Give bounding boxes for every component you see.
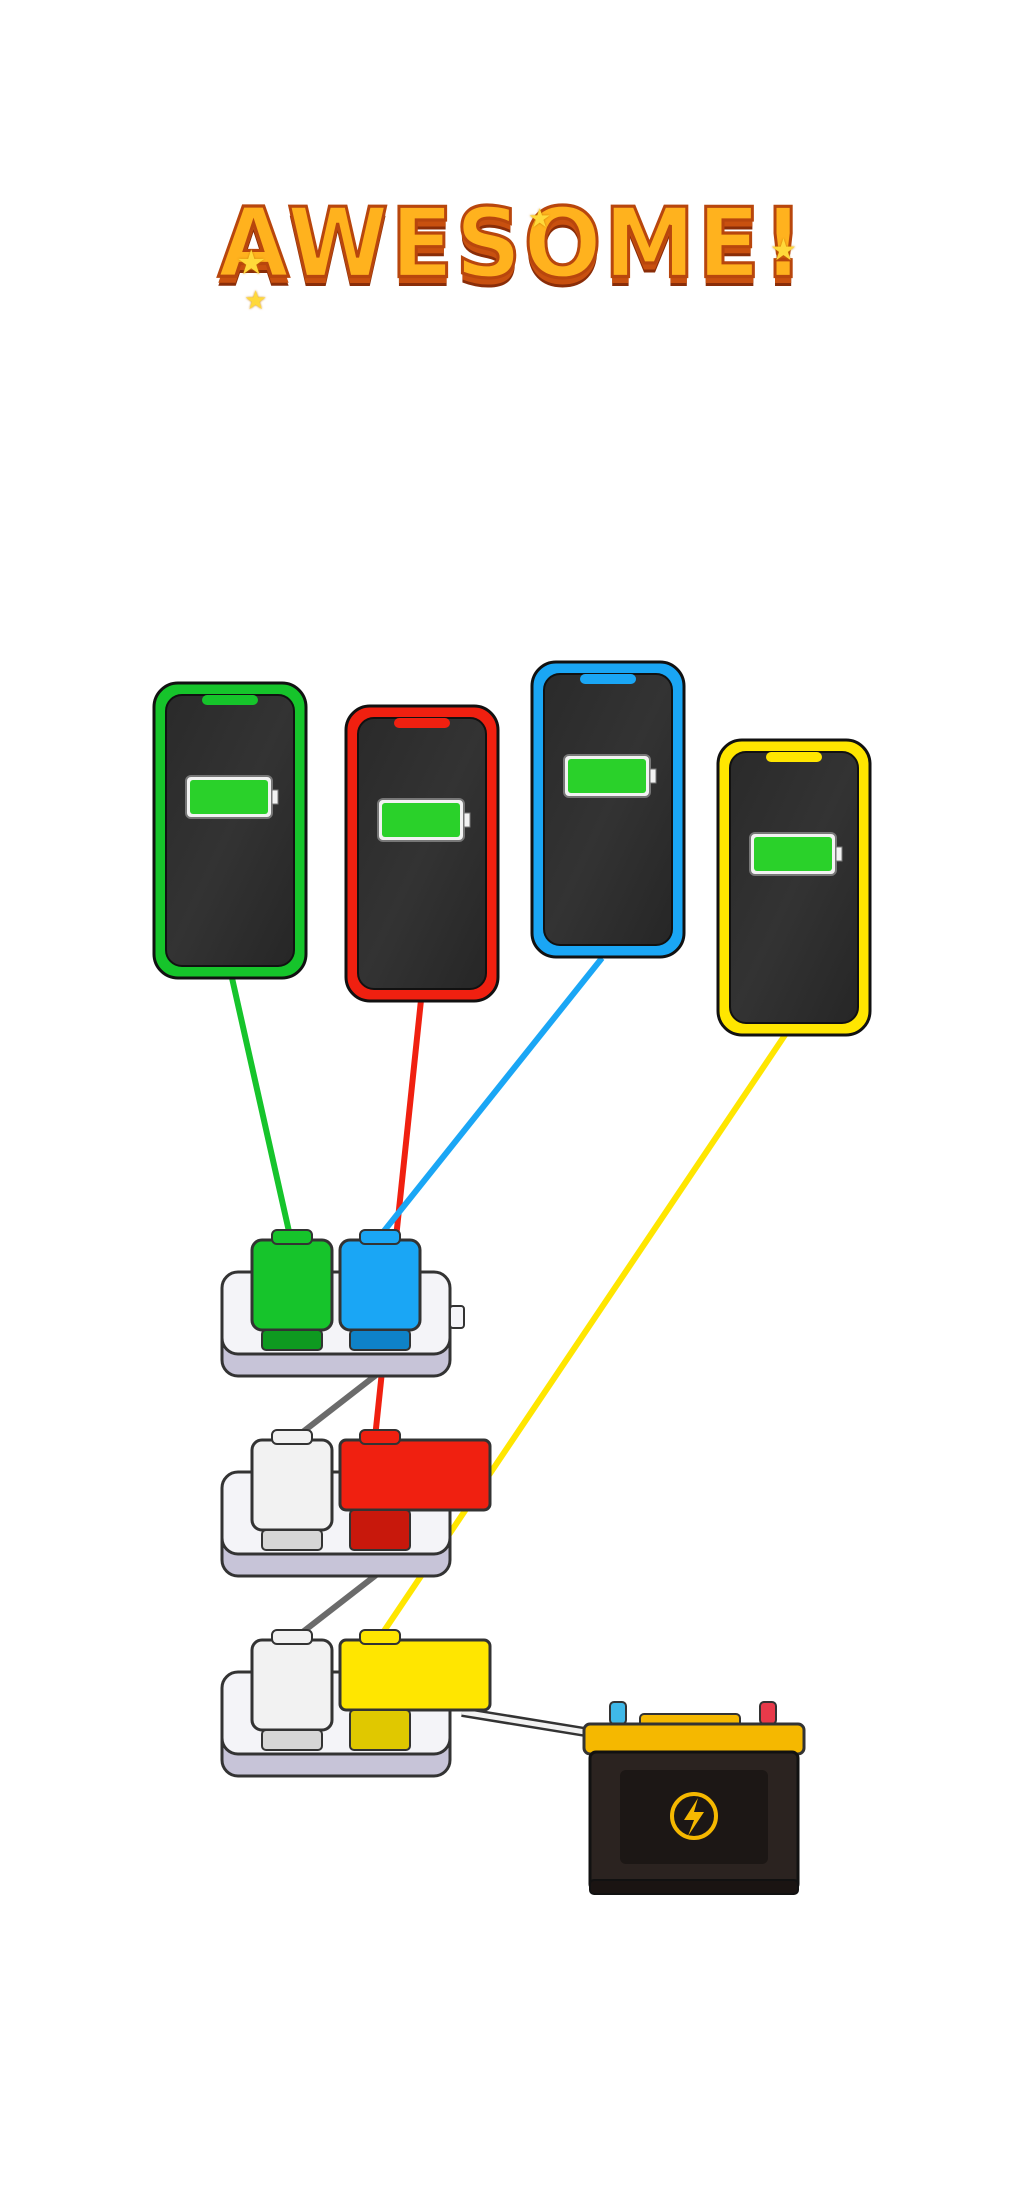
- awesome-title: AWESOME!: [216, 186, 807, 301]
- gray-cable-2: [293, 1569, 382, 1641]
- phone-yellow[interactable]: [716, 738, 872, 1037]
- battery-full-icon: [563, 754, 657, 798]
- star-icon: ★: [236, 243, 267, 283]
- lightning-bolt-icon: [670, 1792, 718, 1840]
- star-icon: ★: [770, 233, 797, 268]
- battery-full-icon: [185, 775, 279, 819]
- level-complete-banner: AWESOME!: [0, 186, 1024, 301]
- red-plug[interactable]: [338, 1429, 492, 1551]
- gray-cable-1: [293, 1369, 382, 1441]
- blue-cable: [377, 956, 605, 1238]
- star-icon: ★: [528, 204, 552, 234]
- phone-green[interactable]: [152, 681, 308, 980]
- power-strip-2[interactable]: [220, 1429, 492, 1578]
- white-plug[interactable]: [250, 1629, 334, 1751]
- star-icon: ★: [244, 286, 268, 316]
- power-strip-1[interactable]: [220, 1229, 465, 1378]
- battery-cable-inner: [461, 1709, 586, 1735]
- blue-plug[interactable]: [338, 1229, 422, 1351]
- phone-red[interactable]: [344, 704, 500, 1003]
- yellow-plug[interactable]: [338, 1629, 492, 1751]
- white-plug[interactable]: [250, 1429, 334, 1551]
- power-strip-3[interactable]: [220, 1629, 492, 1778]
- battery-full-icon: [377, 798, 471, 842]
- battery-full-icon: [749, 832, 843, 876]
- phone-blue[interactable]: [530, 660, 686, 959]
- green-cable: [229, 977, 293, 1237]
- car-battery[interactable]: [582, 1701, 806, 1895]
- green-plug[interactable]: [250, 1229, 334, 1351]
